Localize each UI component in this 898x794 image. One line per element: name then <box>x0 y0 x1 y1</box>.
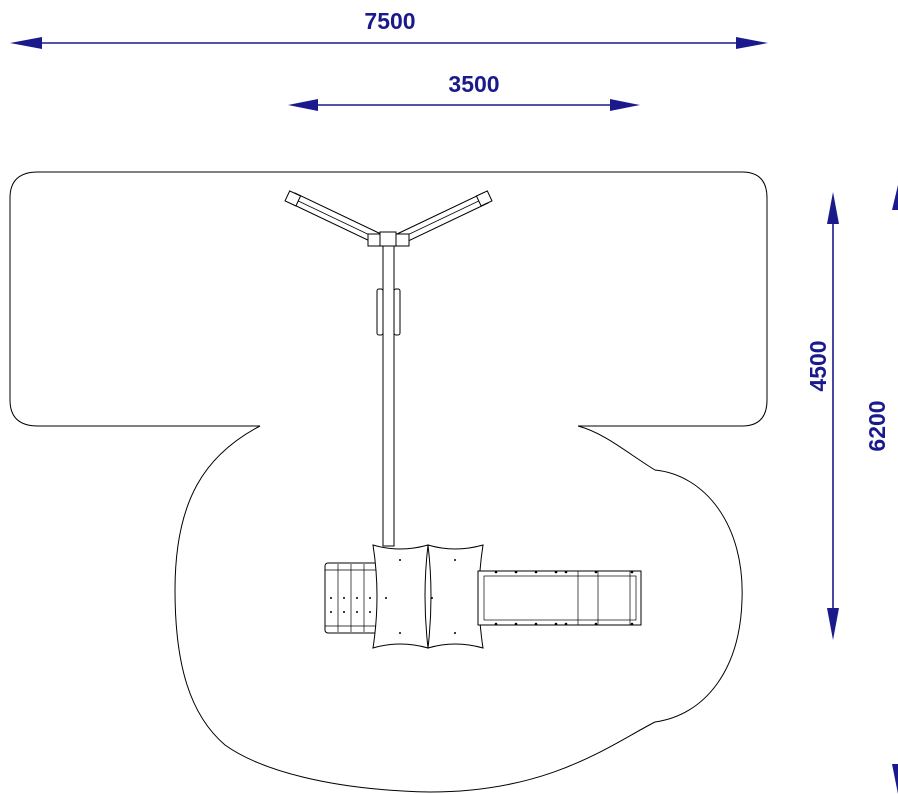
post-grip-handles <box>376 288 401 336</box>
central-post <box>382 245 395 547</box>
swing-arm-left <box>284 190 383 247</box>
swing-arm-right <box>394 190 493 247</box>
dimension-inner-width-label: 3500 <box>448 71 499 97</box>
dimension-upper-depth-label: 4500 <box>805 340 831 391</box>
swing-top-joint <box>379 231 397 247</box>
dimension-overall-depth: 6200 <box>864 185 898 794</box>
slide <box>477 570 642 626</box>
dimension-upper-depth: 4500 <box>805 192 839 640</box>
dimension-overall-width-label: 7500 <box>364 8 415 34</box>
dimension-inner-width: 3500 <box>288 71 640 111</box>
climbing-ladder <box>324 562 381 634</box>
tower-platform <box>372 544 484 649</box>
safety-zone-outline <box>9 171 768 793</box>
dimension-overall-width: 7500 <box>10 8 768 49</box>
dimension-overall-depth-label: 6200 <box>864 400 890 451</box>
